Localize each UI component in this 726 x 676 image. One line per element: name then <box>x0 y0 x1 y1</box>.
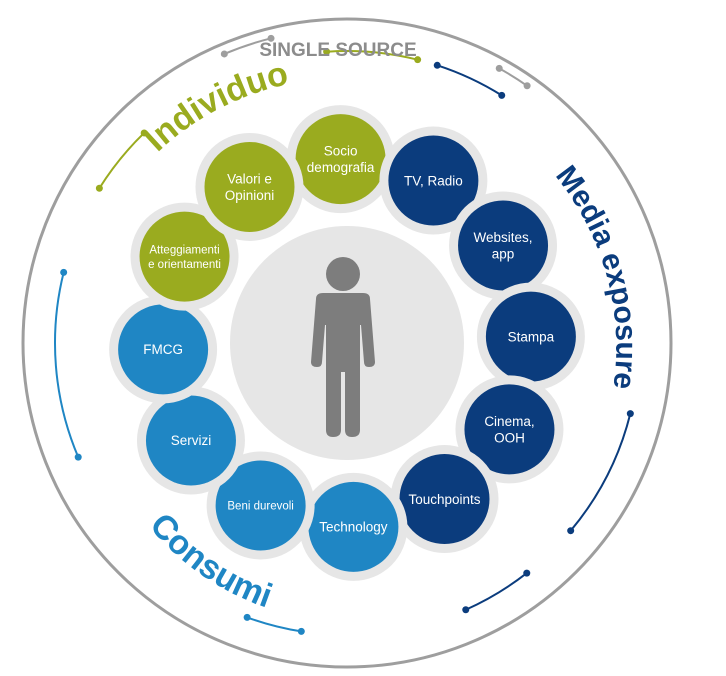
node-atteggiamenti: Atteggiamenti e orientamenti <box>130 202 239 311</box>
outer-ring <box>21 17 673 669</box>
node-circle <box>399 454 490 545</box>
node-circle <box>118 304 209 395</box>
node-circle <box>458 200 549 291</box>
node-label: Atteggiamenti <box>149 244 219 256</box>
node-label: Cinema, <box>484 414 534 429</box>
arc-dot <box>297 627 305 635</box>
arc-dot <box>414 56 422 64</box>
arc-dot <box>462 606 470 614</box>
node-beni: Beni durevoli <box>206 451 315 560</box>
node-label: TV, Radio <box>404 173 463 188</box>
node-valori: Valori e Opinioni <box>195 132 304 241</box>
node-technology: Technology <box>299 472 408 581</box>
individuo-arc-left <box>98 132 145 189</box>
node-circle <box>145 395 236 486</box>
node-label: Beni durevoli <box>227 500 293 512</box>
node-circle <box>308 481 399 572</box>
node-label: app <box>492 246 515 261</box>
node-label: Touchpoints <box>408 492 480 507</box>
node-websites: Websites,app <box>449 191 558 300</box>
person-icon <box>311 257 375 437</box>
node-tv: TV, Radio <box>379 126 488 235</box>
node-label: Servizi <box>171 433 212 448</box>
node-circle <box>464 384 555 475</box>
media-arc-top <box>436 64 503 97</box>
arc-dot <box>140 129 148 137</box>
arc-dot <box>74 453 82 461</box>
arc-dot <box>220 50 228 58</box>
node-circle <box>215 460 306 551</box>
arc-dot <box>495 64 503 72</box>
connector-arcs <box>54 34 634 635</box>
media-arc-bottom <box>569 413 632 532</box>
node-label: Valori e <box>227 171 272 186</box>
arc-dot <box>95 184 103 192</box>
node-label: e orientamenti <box>148 259 221 271</box>
node-label: Socio <box>324 144 358 159</box>
arc-dot <box>267 34 275 42</box>
arc-dot <box>323 48 331 56</box>
consumi-arc-bottom <box>246 616 302 633</box>
node-circle <box>204 141 295 232</box>
node-circle <box>485 291 576 382</box>
node-label: Opinioni <box>225 188 275 203</box>
arc-dot <box>243 613 251 621</box>
node-servizi: Servizi <box>136 386 245 495</box>
node-label: Websites, <box>474 230 533 245</box>
node-label: demografia <box>307 160 375 175</box>
individuo-arc-top <box>326 50 418 61</box>
arc-dot <box>523 82 531 90</box>
consumi-arc-left <box>54 272 80 458</box>
node-fmcg: FMCG <box>109 295 218 404</box>
node-circle <box>388 135 479 226</box>
node-label: OOH <box>494 430 525 445</box>
arc-dot <box>626 410 634 418</box>
node-label: Technology <box>319 520 388 535</box>
arc-dot <box>433 61 441 69</box>
single-source-title: SINGLE SOURCE <box>259 40 416 61</box>
node-circle <box>295 114 386 205</box>
node-touchpoints: Touchpoints <box>390 445 499 554</box>
arc-dot <box>60 268 68 276</box>
media-arc-end <box>465 572 528 611</box>
node-label: Stampa <box>508 329 555 344</box>
node-label: FMCG <box>143 342 183 357</box>
arc-dot <box>567 527 575 535</box>
arc-dot <box>523 569 531 577</box>
node-stampa: Stampa <box>476 282 585 391</box>
node-circle <box>139 211 230 302</box>
node-cinema: Cinema,OOH <box>455 375 564 484</box>
arc-dot <box>498 91 506 99</box>
